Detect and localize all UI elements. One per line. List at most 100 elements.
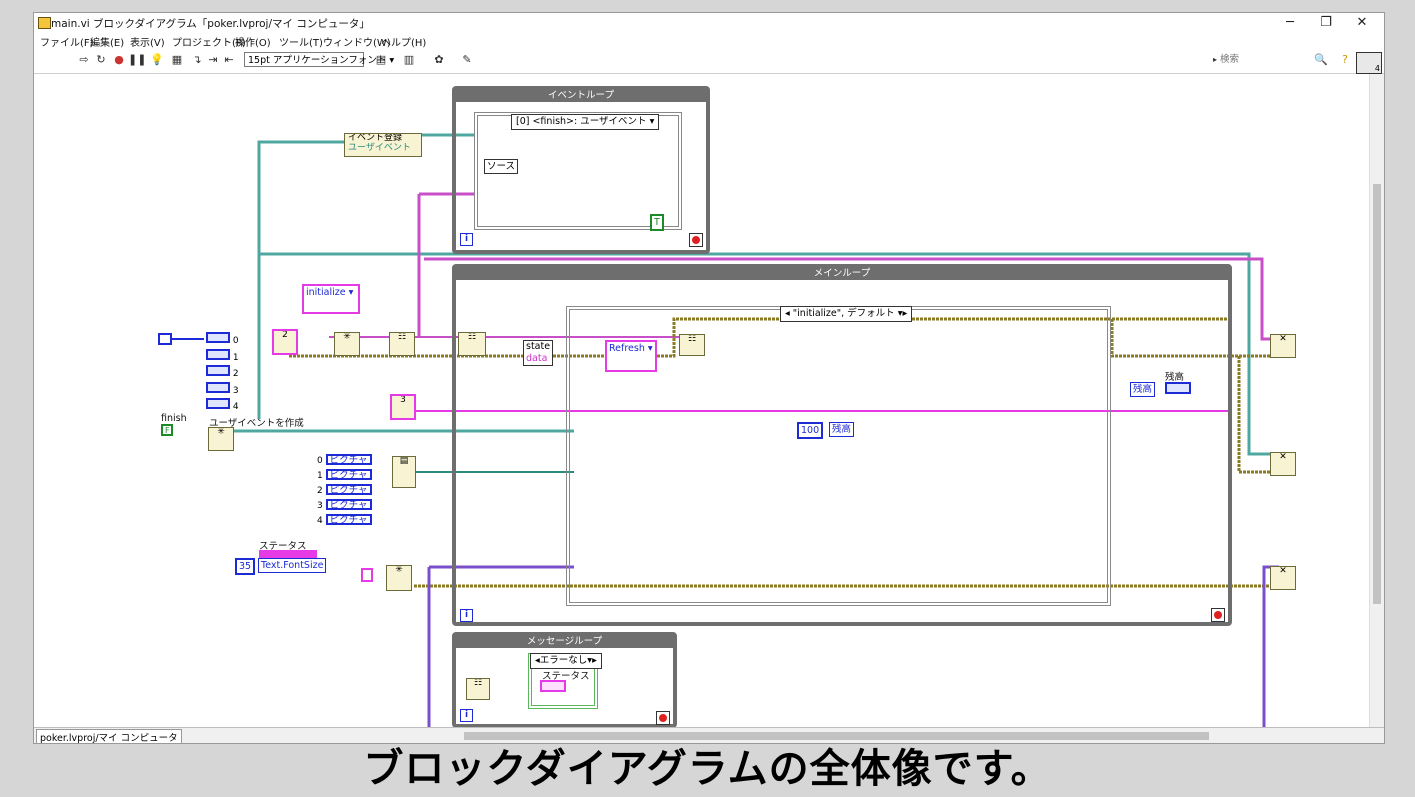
block-diagram-canvas[interactable]: イベントループ [0] <finish>: ユーザイベント ▾ ソース T i … [34,74,1369,728]
horizontal-scroll-thumb[interactable] [464,732,1209,740]
abort-icon[interactable]: ● [114,53,124,66]
event-loop-stop-terminal[interactable] [689,233,703,247]
toolbar: ⇨ ↻ ● ❚❚ 💡 ▦ ↴ ⇥ ⇤ 15pt アプリケーションフォント ▾ ▤… [34,49,1384,74]
menu-file[interactable]: ファイル(F) [40,38,94,49]
font-size-constant[interactable]: 35 [235,558,256,575]
release-message-queue-node[interactable]: ✕ [1270,566,1296,590]
vi-icon[interactable]: 4 [1356,52,1382,74]
menu-view[interactable]: 表示(V) [130,38,165,49]
bool-array-source[interactable] [158,333,172,345]
create-user-event-node[interactable]: ✳ [208,427,234,451]
message-loop-label: メッセージループ [526,636,603,647]
status-property-label: ステータス [259,541,307,552]
run-continuously-icon[interactable]: ↻ [96,53,106,66]
pause-icon[interactable]: ❚❚ [128,53,147,66]
vertical-scroll-thumb[interactable] [1373,184,1381,604]
step-out-icon[interactable]: ⇤ [224,53,234,66]
picture-index: 0 [317,456,323,466]
picture-index: 3 [317,501,323,511]
labview-icon [38,17,51,29]
menu-window[interactable]: ウィンドウ(W) [323,38,391,49]
obtain-queue-node[interactable]: 2 [272,329,298,355]
true-constant[interactable]: T [650,214,664,231]
retain-wire-values-icon[interactable]: ▦ [171,53,183,66]
font-size-property[interactable]: Text.FontSize [258,558,327,573]
bool-index: 4 [232,402,239,412]
reorder-icon[interactable]: ✎ [462,53,472,66]
zandaka-bundle-label[interactable]: 残高 [829,422,855,437]
search-input[interactable]: 検索 [1220,54,1240,65]
picture-ref-row: 0 ピクチャ [317,454,372,469]
refresh-enum-constant[interactable]: Refresh ▾ [605,340,657,372]
destroy-user-event-node[interactable]: ✕ [1270,452,1296,476]
highlight-execution-icon[interactable]: 💡 [150,53,164,66]
run-arrow-icon[interactable]: ⇨ [79,53,89,66]
bool-array-row: 2 [206,365,239,382]
enqueue-initialize-node[interactable]: ☷ [389,332,415,356]
status-local-variable[interactable] [540,680,566,692]
obtain-queue-3-node[interactable]: 3 [390,394,416,420]
queue-number-2: 2 [282,330,288,340]
dequeue-message-node[interactable]: ☷ [466,678,490,700]
align-objects-icon[interactable]: ▤ [375,53,387,66]
picture-ref[interactable]: ピクチャ [325,469,372,481]
help-icon[interactable]: ? [1342,53,1348,66]
status-bar: poker.lvproj/マイ コンピュータ [34,727,1384,743]
menu-help[interactable]: ヘルプ(H) [381,38,427,49]
register-event-node[interactable]: イベント登録ユーザイベント [344,133,422,157]
release-queue-node[interactable]: ✕ [1270,334,1296,358]
pink-reference-constant[interactable] [361,568,373,582]
caption: ブロックダイアグラムの全体像です。 [363,746,1052,792]
maximize-button[interactable]: ❐ [1320,15,1332,30]
resize-objects-icon[interactable]: ✿ [434,53,444,66]
picture-index: 4 [317,516,323,526]
initialize-enum-constant[interactable]: initialize ▾ [302,284,360,314]
font-select[interactable]: 15pt アプリケーションフォント ▾ [244,52,394,67]
minimize-button[interactable]: ─ [1286,15,1294,30]
event-source-node[interactable]: ソース [484,159,519,174]
zandaka-unbundle[interactable]: 残高 [1130,382,1156,397]
picture-ref[interactable]: ピクチャ [325,514,372,526]
picture-ref[interactable]: ピクチャ [325,499,372,511]
search-icon[interactable]: 🔍 [1314,53,1328,66]
enqueue-message-node[interactable]: ☷ [679,334,705,356]
bool-array-constants: 0 1 2 3 4 [206,332,239,415]
event-case-selector-text: [0] <finish>: ユーザイベント [516,116,647,127]
vi-icon-number: 4 [1374,64,1380,73]
picture-ref[interactable]: ピクチャ [325,454,372,466]
search-bullet-icon: ▸ [1212,55,1217,64]
const-100[interactable]: 100 [797,422,824,439]
create-message-queue-node[interactable]: ✳ [386,565,412,591]
error-wire [1110,319,1279,358]
close-button[interactable]: ✕ [1356,15,1368,30]
step-into-icon[interactable]: ↴ [192,53,202,66]
distribute-objects-icon[interactable]: ▥ [403,53,415,66]
menu-project[interactable]: プロジェクト(P) [172,38,246,49]
picture-ref[interactable]: ピクチャ [325,484,372,496]
message-loop-stop-terminal[interactable] [656,711,670,725]
zandaka-indicator[interactable] [1165,382,1191,394]
main-case-selector[interactable]: ◂ "initialize", デフォルト ▾▸ [780,306,913,322]
menu-operate[interactable]: 操作(O) [235,38,271,49]
step-over-icon[interactable]: ⇥ [208,53,218,66]
bool-index: 2 [232,369,239,379]
event-loop[interactable]: イベントループ [452,86,710,254]
bool-array-row: 1 [206,348,239,366]
project-context[interactable]: poker.lvproj/マイ コンピュータ [36,729,182,743]
menu-tools[interactable]: ツール(T) [279,38,323,49]
main-loop-stop-terminal[interactable] [1211,608,1225,622]
error-case-selector[interactable]: ◂エラーなし▾▸ [530,653,602,669]
build-array-node[interactable]: ▤ [392,456,416,488]
vertical-scrollbar[interactable] [1369,74,1384,728]
main-loop[interactable]: メインループ [452,264,1232,626]
dequeue-node[interactable]: ☷ [458,332,486,356]
bool-index: 3 [232,385,239,396]
finish-constant[interactable]: F [161,424,173,436]
event-case-selector[interactable]: [0] <finish>: ユーザイベント ▾ [511,114,660,130]
message-loop[interactable]: メッセージループ [452,632,677,728]
menu-bar: ファイル(F) 編集(E) 表示(V) プロジェクト(P) 操作(O) ツール(… [34,33,1384,49]
main-loop-iteration-terminal: i [460,609,473,622]
menu-edit[interactable]: 編集(E) [90,38,125,49]
create-queue-node[interactable]: ✳ [334,332,360,356]
